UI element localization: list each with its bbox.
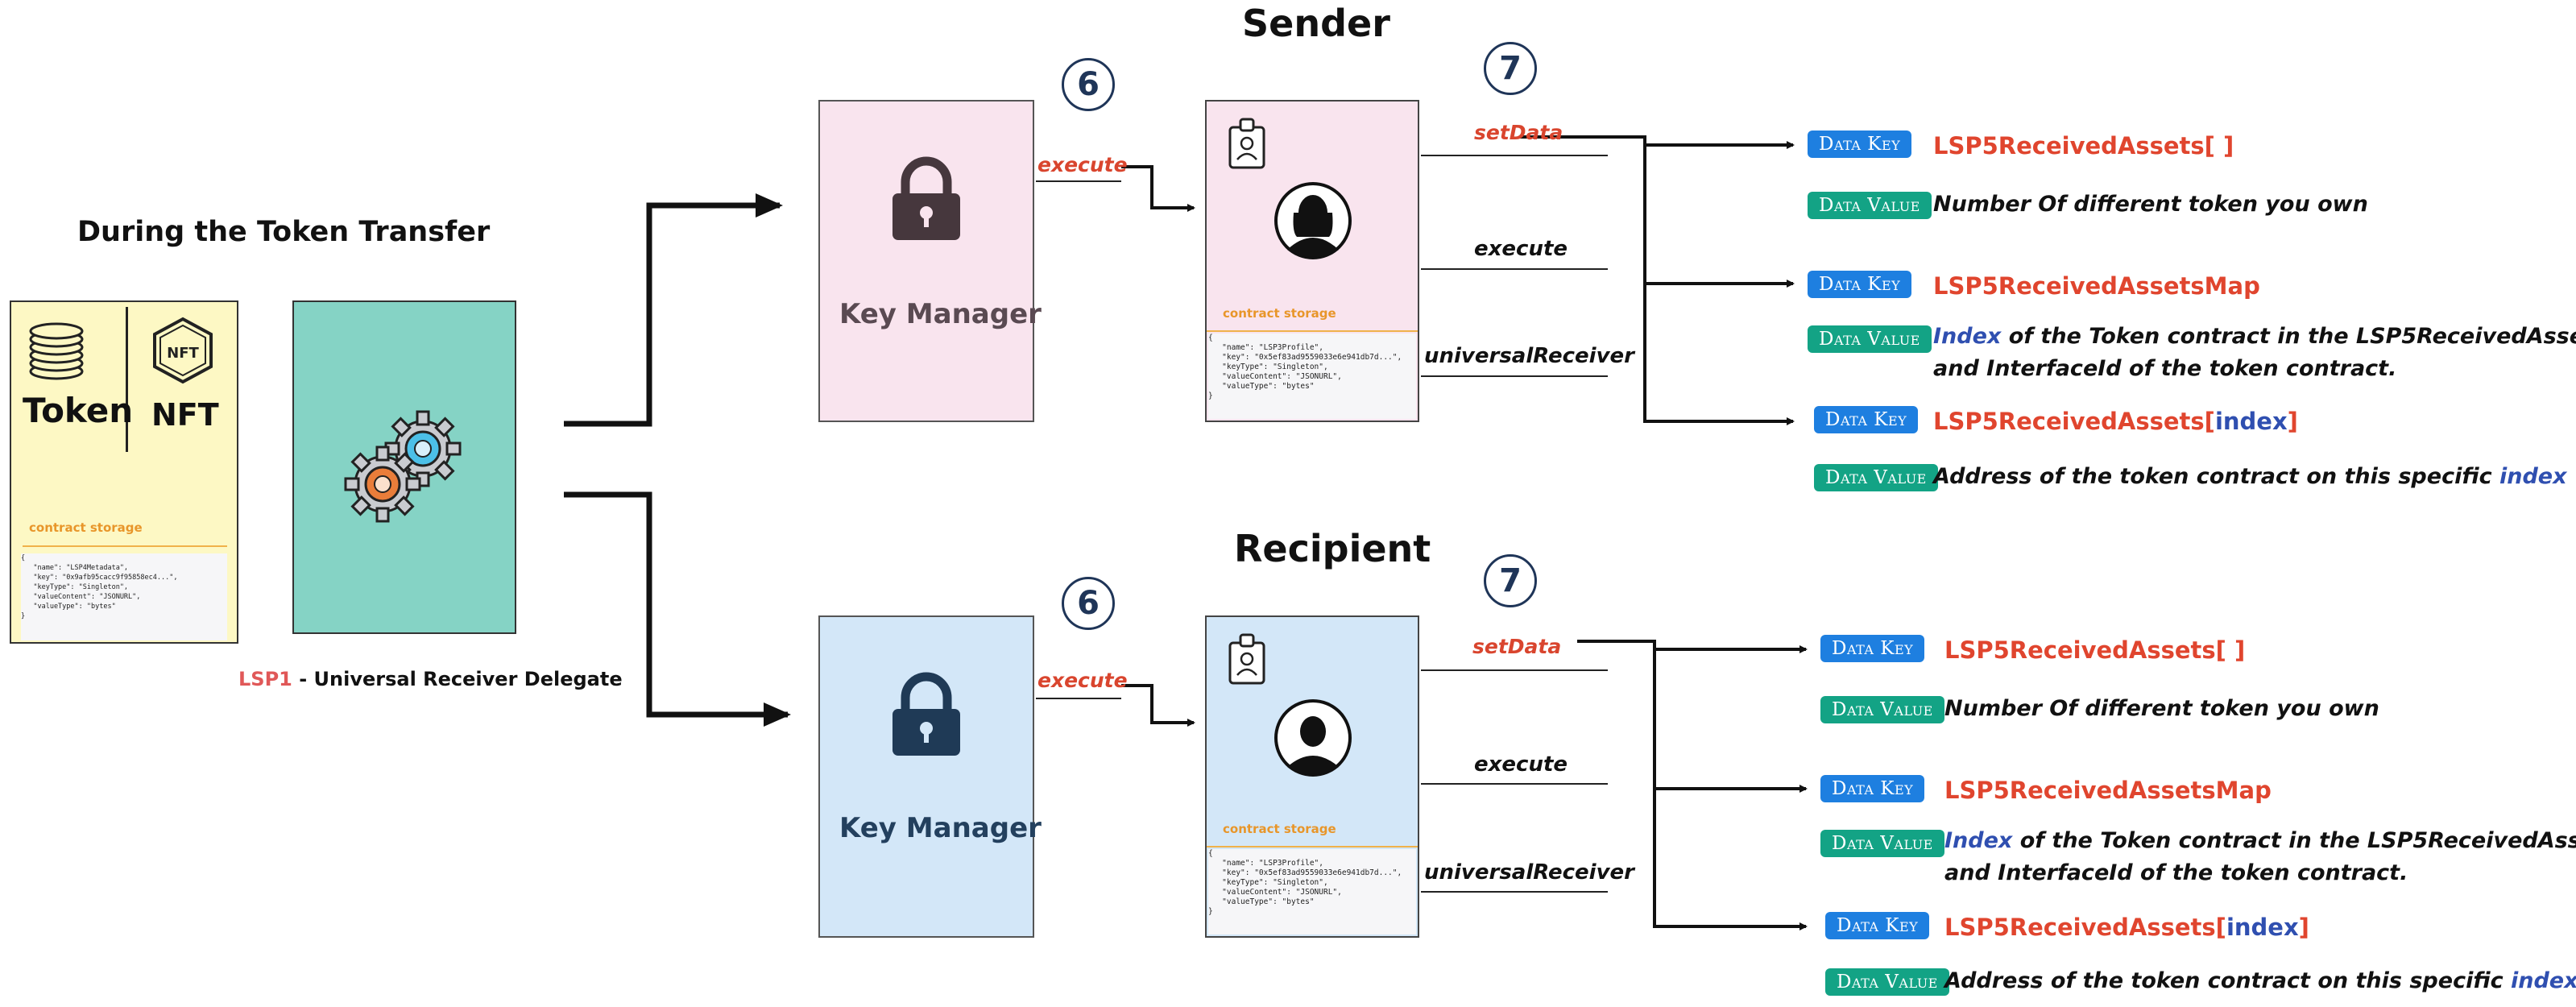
gears-icon	[344, 410, 462, 523]
data-value-text: Index of the Token contract in the LSP5R…	[1933, 324, 2576, 349]
key-suffix: ]	[2287, 408, 2298, 435]
data-value-text-rest: of the Token contract in the LSP5Receive…	[2019, 828, 2576, 853]
sender-step-6: 6	[1062, 58, 1115, 111]
data-value-text-rest: of the Token contract in the LSP5Receive…	[2001, 324, 2576, 349]
storage-code: { "name": "LSP3Profile", "key": "0x5ef83…	[1208, 334, 1416, 419]
svg-text:NFT: NFT	[167, 345, 199, 362]
section-heading: During the Token Transfer	[77, 216, 491, 248]
data-key-name: LSP5ReceivedAssetsMap	[1933, 272, 2260, 300]
recipient-step-6: 6	[1062, 577, 1115, 630]
data-key-badge: Data Key	[1808, 271, 1912, 298]
sender-execute-label: execute	[1037, 153, 1128, 176]
recipient-setdata-label: setData	[1472, 635, 1562, 658]
recipient-title: Recipient	[1234, 527, 1431, 570]
data-value-text: Index of the Token contract in the LSP5R…	[1944, 828, 2576, 853]
id-badge-icon	[1228, 633, 1265, 685]
recipient-step-7: 7	[1484, 554, 1537, 607]
data-value-badge: Data Value	[1820, 696, 1944, 723]
nft-hexagon-icon: NFT	[153, 317, 213, 384]
urd-card	[292, 300, 516, 634]
data-key-name: LSP5ReceivedAssets[ ]	[1933, 132, 2234, 160]
id-badge-icon	[1228, 118, 1265, 169]
recipient-execute-method-label: execute	[1474, 752, 1568, 777]
index-word: index	[2499, 464, 2567, 489]
data-key-badge: Data Key	[1820, 635, 1925, 662]
key-prefix: LSP5ReceivedAssets[	[1944, 914, 2226, 941]
data-value-badge: Data Value	[1808, 325, 1932, 353]
data-key-badge: Data Key	[1814, 406, 1919, 433]
data-value-text: Number Of different token you own	[1933, 192, 2368, 217]
sender-key-manager: Key Manager	[818, 100, 1042, 422]
token-contract-card: NFT Token NFT contract storage { "name":…	[10, 300, 238, 644]
urd-caption: LSP1 - Universal Receiver Delegate	[238, 668, 623, 690]
urd-caption-lsp1: LSP1	[238, 668, 292, 690]
recipient-universal-profile: contract storage { "name": "LSP3Profile"…	[1205, 615, 1419, 938]
storage-label: contract storage	[1223, 822, 1336, 836]
data-key-badge: Data Key	[1820, 775, 1925, 802]
lock-icon	[892, 672, 960, 756]
index-word: Index	[1933, 324, 2002, 349]
sender-step-7: 7	[1484, 42, 1537, 95]
sender-execute-method-label: execute	[1474, 237, 1568, 261]
coins-stack-icon	[29, 322, 84, 380]
data-value-text: Number Of different token you own	[1944, 696, 2379, 721]
data-value-badge: Data Value	[1820, 830, 1944, 857]
urd-caption-text: - Universal Receiver Delegate	[292, 668, 623, 690]
data-key-badge: Data Key	[1808, 131, 1912, 158]
recipient-execute-label: execute	[1037, 669, 1128, 692]
token-label: Token	[23, 391, 134, 430]
data-key-name: LSP5ReceivedAssets[index]	[1944, 914, 2309, 941]
data-value-text: Address of the token contract on this sp…	[1933, 464, 2567, 489]
data-value-badge: Data Value	[1825, 968, 1949, 996]
key-manager-label: Key Manager	[839, 812, 1042, 844]
index-word: index	[2511, 968, 2576, 993]
person-avatar-icon	[1274, 699, 1352, 777]
key-manager-label: Key Manager	[839, 298, 1042, 330]
data-value-text-main: Address of the token contract on this sp…	[1933, 464, 2499, 489]
nft-label: NFT	[151, 397, 219, 433]
data-key-name: LSP5ReceivedAssetsMap	[1944, 777, 2272, 804]
index-word: Index	[1944, 828, 2013, 853]
card-divider	[126, 307, 128, 452]
storage-label: contract storage	[29, 520, 143, 535]
data-key-name: LSP5ReceivedAssets[ ]	[1944, 636, 2246, 664]
key-suffix: ]	[2298, 914, 2309, 941]
data-value-text-line2: and InterfaceId of the token contract.	[1933, 356, 2397, 381]
storage-label: contract storage	[1223, 306, 1336, 321]
recipient-key-manager: Key Manager	[818, 615, 1042, 938]
data-value-text-line2: and InterfaceId of the token contract.	[1944, 860, 2408, 885]
storage-code: { "name": "LSP4Metadata", "key": "0x9afb…	[21, 553, 227, 640]
data-key-badge: Data Key	[1825, 912, 1930, 939]
data-value-badge: Data Value	[1808, 192, 1932, 219]
recipient-universalreceiver-label: universalReceiver	[1424, 860, 1634, 885]
storage-divider	[23, 545, 227, 547]
sender-setdata-label: setData	[1474, 121, 1563, 144]
lock-icon	[892, 156, 960, 240]
storage-code: { "name": "LSP3Profile", "key": "0x5ef83…	[1208, 849, 1416, 934]
key-prefix: LSP5ReceivedAssets[	[1933, 408, 2215, 435]
data-key-name: LSP5ReceivedAssets[index]	[1933, 408, 2298, 435]
storage-divider	[1207, 330, 1418, 332]
sender-universalreceiver-label: universalReceiver	[1424, 344, 1634, 368]
storage-divider	[1207, 846, 1418, 847]
data-value-text-main: Address of the token contract on this sp…	[1944, 968, 2511, 993]
data-value-text: Address of the token contract on this sp…	[1944, 968, 2576, 993]
index-word: index	[2226, 914, 2299, 941]
sender-title: Sender	[1242, 2, 1390, 45]
sender-universal-profile: contract storage { "name": "LSP3Profile"…	[1205, 100, 1419, 422]
index-word: index	[2214, 408, 2288, 435]
data-value-badge: Data Value	[1814, 464, 1938, 491]
person-avatar-icon	[1274, 182, 1352, 259]
